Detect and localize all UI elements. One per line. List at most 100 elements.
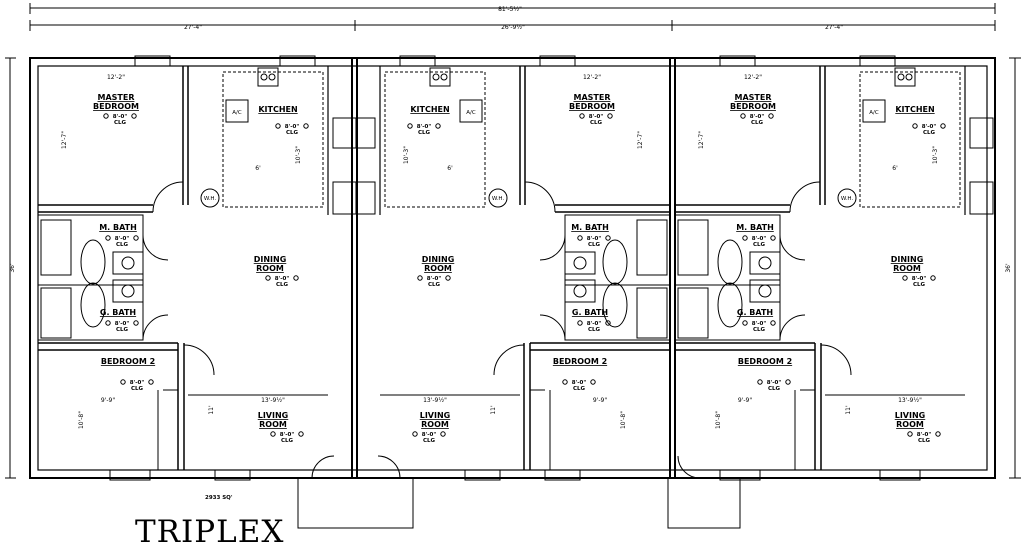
water-heater [200, 188, 220, 208]
ceiling-height-note: 8'-0" [275, 276, 290, 282]
ceiling-marker-icon [740, 113, 746, 119]
ceiling-marker-icon [412, 431, 418, 437]
ceiling-height-note: CLG [286, 130, 299, 136]
window [879, 469, 921, 481]
ceiling-marker-icon [293, 275, 299, 281]
ceiling-height-note: 8'-0" [115, 321, 130, 327]
room-label-living-room: LIVING [895, 411, 926, 420]
room-label-bedroom-2: BEDROOM 2 [553, 357, 607, 366]
ceiling-height-note: 8'-0" [917, 432, 932, 438]
sink-counter [564, 251, 596, 275]
dimension-kitchen-depth: 10'-3" [295, 146, 302, 164]
window [719, 55, 756, 67]
door-swing [789, 181, 821, 213]
sink-icon [573, 256, 587, 270]
ceiling-marker-icon [785, 379, 791, 385]
plan-linework [5, 3, 1021, 529]
dimension-master-depth: 12'-7" [637, 131, 644, 149]
dimension-living-depth: 11' [845, 405, 852, 415]
ceiling-height-note: 8'-0" [589, 114, 604, 120]
ceiling-height-note: 8'-0" [587, 236, 602, 242]
dimension-living-depth: 11' [208, 405, 215, 415]
room-label-kitchen: KITCHEN [258, 105, 297, 114]
ceiling-marker-icon [445, 275, 451, 281]
toilet [717, 282, 743, 328]
sink-counter [112, 251, 144, 275]
ceiling-height-note: 8'-0" [427, 276, 442, 282]
window [214, 469, 251, 481]
toilet [80, 282, 106, 328]
ceiling-height-note: 8'-0" [115, 236, 130, 242]
window [464, 469, 501, 481]
sink-counter [749, 279, 781, 303]
ceiling-height-note: CLG [131, 386, 144, 392]
unit-width-right-dimension: 27'-4" [825, 24, 843, 31]
water-heater [488, 188, 508, 208]
ceiling-marker-icon [742, 320, 748, 326]
ceiling-marker-icon [265, 275, 271, 281]
ceiling-marker-icon [131, 113, 137, 119]
window [859, 55, 896, 67]
room-label-g-bath: G. BATH [737, 308, 773, 317]
sink-icon [905, 73, 913, 81]
room-label-dining-room: DINING [891, 255, 924, 264]
water-heater-label: W.H. [492, 196, 505, 202]
ceiling-marker-icon [417, 275, 423, 281]
dimension-kitchen-depth: 10'-3" [403, 146, 410, 164]
window [539, 55, 576, 67]
sink-icon [260, 73, 268, 81]
ceiling-marker-icon [105, 320, 111, 326]
ceiling-height-note: 8'-0" [113, 114, 128, 120]
window [109, 469, 151, 481]
bath-outline [37, 284, 144, 341]
sink-icon [432, 73, 440, 81]
bathtub [40, 219, 72, 276]
room-label-master-bedroom: MASTER [98, 93, 135, 102]
room-label-master-bedroom: BEDROOM [569, 102, 615, 111]
sink-icon [268, 73, 276, 81]
entry-porch [667, 477, 741, 529]
exterior-wall-outer [29, 57, 996, 479]
kitchen-counter [222, 71, 324, 208]
kitchen-sink [429, 67, 451, 87]
dimension-master-width: 12'-2" [107, 74, 125, 81]
range [332, 117, 357, 149]
room-label-living-room: ROOM [421, 420, 449, 429]
room-label-living-room: ROOM [259, 420, 287, 429]
sink-counter [112, 279, 144, 303]
room-label-dining-room: DINING [254, 255, 287, 264]
room-label-m-bath: M. BATH [571, 223, 609, 232]
ceiling-marker-icon [148, 379, 154, 385]
door-swing [152, 181, 184, 213]
ceiling-height-note: 8'-0" [752, 321, 767, 327]
plan-title: TRIPLEX [135, 514, 284, 550]
ceiling-marker-icon [133, 235, 139, 241]
ceiling-height-note: CLG [590, 120, 603, 126]
dimension-bedroom-2-width: 9'-9" [738, 397, 752, 404]
room-label-master-bedroom: BEDROOM [730, 102, 776, 111]
kitchen-sink [257, 67, 279, 87]
window [399, 55, 436, 67]
room-label-kitchen: KITCHEN [895, 105, 934, 114]
overall-depth-dimension-right: 36' [1005, 263, 1012, 273]
sink-icon [121, 256, 135, 270]
ceiling-marker-icon [935, 431, 941, 437]
dimension-living-width: 13'-9½" [898, 397, 922, 404]
sink-counter [749, 251, 781, 275]
sink-icon [573, 284, 587, 298]
dimension-kitchen-width: 6' [447, 165, 453, 172]
door-swing [524, 181, 556, 213]
dimension-master-depth: 12'-7" [61, 131, 68, 149]
ceiling-marker-icon [768, 113, 774, 119]
room-label-dining-room: ROOM [256, 264, 284, 273]
total-area: 2933 SQ' [205, 495, 233, 501]
refrigerator [332, 181, 357, 215]
ceiling-height-note: CLG [923, 130, 936, 136]
ceiling-marker-icon [770, 320, 776, 326]
door-swing [820, 344, 852, 376]
overall-depth-dimension-left: 36' [9, 263, 16, 273]
ceiling-height-note: 8'-0" [417, 124, 432, 130]
door-swing [539, 314, 566, 341]
refrigerator [969, 181, 994, 215]
toilet [602, 239, 628, 285]
